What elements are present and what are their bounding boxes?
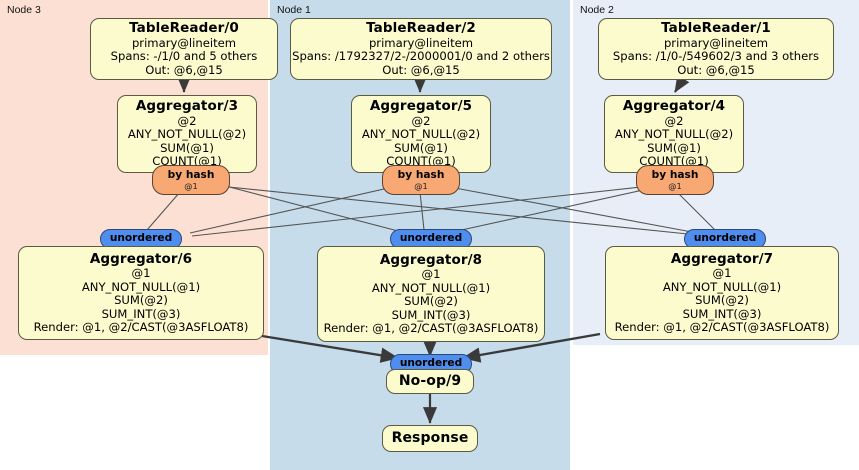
box-line-3: SUM(@1) [394,140,448,155]
box-line-3: SUM(@1) [160,140,214,155]
box-line-1: @1 [131,266,151,281]
panel-node1-label: Node 1 [277,4,311,16]
box-line-1: primary@lineitem [663,35,769,50]
box-line-3: Out: @6,@15 [677,62,755,77]
connector-by-hash-center[interactable]: by hash @1 [382,165,460,195]
box-line-4: SUM_INT(@3) [682,306,762,321]
connector-sublabel: @1 [184,180,198,191]
box-title: TableReader/0 [129,20,239,37]
box-title: Aggregator/4 [622,98,726,115]
box-line-3: SUM(@2) [404,294,458,309]
panel-node3-label: Node 3 [7,4,41,16]
box-line-2: ANY_NOT_NULL(@1) [371,280,491,295]
connector-unordered-right[interactable]: unordered [684,229,766,249]
box-line-5: Render: @1, @2/CAST(@3ASFLOAT8) [323,320,539,335]
box-line-4: COUNT(@1) [639,154,709,169]
box-line-3: Out: @6,@15 [382,62,460,77]
box-line-2: ANY_NOT_NULL(@1) [81,279,201,294]
box-aggregator5[interactable]: Aggregator/5 @2 ANY_NOT_NULL(@2) SUM(@1)… [351,95,491,173]
box-aggregator8[interactable]: Aggregator/8 @1 ANY_NOT_NULL(@1) SUM(@2)… [317,246,545,342]
connector-by-hash-right[interactable]: by hash @1 [636,165,714,195]
box-line-3: SUM(@2) [695,293,749,308]
box-line-2: ANY_NOT_NULL(@2) [361,127,481,142]
box-title: TableReader/2 [366,20,476,37]
box-line-3: SUM(@2) [114,293,168,308]
box-title: No-op/9 [398,373,462,390]
box-line-2: ANY_NOT_NULL(@2) [614,127,734,142]
box-title: Aggregator/7 [670,250,774,267]
box-line-1: @2 [664,113,684,128]
box-tablereader2[interactable]: TableReader/2 primary@lineitem Spans: /1… [290,18,552,80]
box-line-2: Spans: /1/0-/549602/3 and 3 others [612,49,820,64]
box-line-1: @1 [421,267,441,282]
box-title: Aggregator/5 [369,98,473,115]
box-title: Aggregator/6 [89,250,193,267]
connector-label: unordered [109,232,173,245]
connector-label: unordered [693,232,757,245]
connector-label: unordered [399,232,463,245]
box-aggregator3[interactable]: Aggregator/3 @2 ANY_NOT_NULL(@2) SUM(@1)… [117,95,257,173]
box-line-2: Spans: -/1/0 and 5 others [110,49,258,64]
panel-node2-label: Node 2 [580,4,614,16]
box-line-2: Spans: /1792327/2-/2000001/0 and 2 other… [292,49,550,64]
box-line-1: @2 [177,113,197,128]
box-line-2: ANY_NOT_NULL(@2) [127,127,247,142]
box-title: Response [391,430,469,447]
box-tablereader1[interactable]: TableReader/1 primary@lineitem Spans: /1… [598,18,834,80]
box-tablereader0[interactable]: TableReader/0 primary@lineitem Spans: -/… [90,18,278,80]
box-line-1: @2 [411,113,431,128]
connector-sublabel: @1 [668,180,682,191]
box-aggregator7[interactable]: Aggregator/7 @1 ANY_NOT_NULL(@1) SUM(@2)… [605,246,839,340]
box-line-5: Render: @1, @2/CAST(@3ASFLOAT8) [614,319,830,334]
box-title: Aggregator/8 [379,251,483,268]
box-line-4: SUM_INT(@3) [391,307,471,322]
connector-by-hash-left[interactable]: by hash @1 [152,165,230,195]
box-line-4: SUM_INT(@3) [101,306,181,321]
box-line-1: primary@lineitem [131,35,237,50]
box-line-4: COUNT(@1) [152,154,222,169]
box-title: Aggregator/3 [135,98,239,115]
box-noop9[interactable]: No-op/9 [386,369,474,394]
box-line-3: SUM(@1) [647,140,701,155]
box-line-3: Out: @6,@15 [145,62,223,77]
box-title: TableReader/1 [661,20,771,37]
box-response[interactable]: Response [382,425,478,452]
box-line-4: COUNT(@1) [386,154,456,169]
connector-label: by hash [397,168,445,181]
box-line-1: primary@lineitem [368,35,474,50]
box-line-1: @1 [712,266,732,281]
box-line-2: ANY_NOT_NULL(@1) [662,279,782,294]
connector-label: unordered [399,357,463,370]
connector-sublabel: @1 [414,180,428,191]
box-aggregator6[interactable]: Aggregator/6 @1 ANY_NOT_NULL(@1) SUM(@2)… [18,246,264,340]
connector-label: by hash [167,168,215,181]
connector-label: by hash [651,168,699,181]
box-aggregator4[interactable]: Aggregator/4 @2 ANY_NOT_NULL(@2) SUM(@1)… [604,95,744,173]
box-line-5: Render: @1, @2/CAST(@3ASFLOAT8) [33,319,249,334]
